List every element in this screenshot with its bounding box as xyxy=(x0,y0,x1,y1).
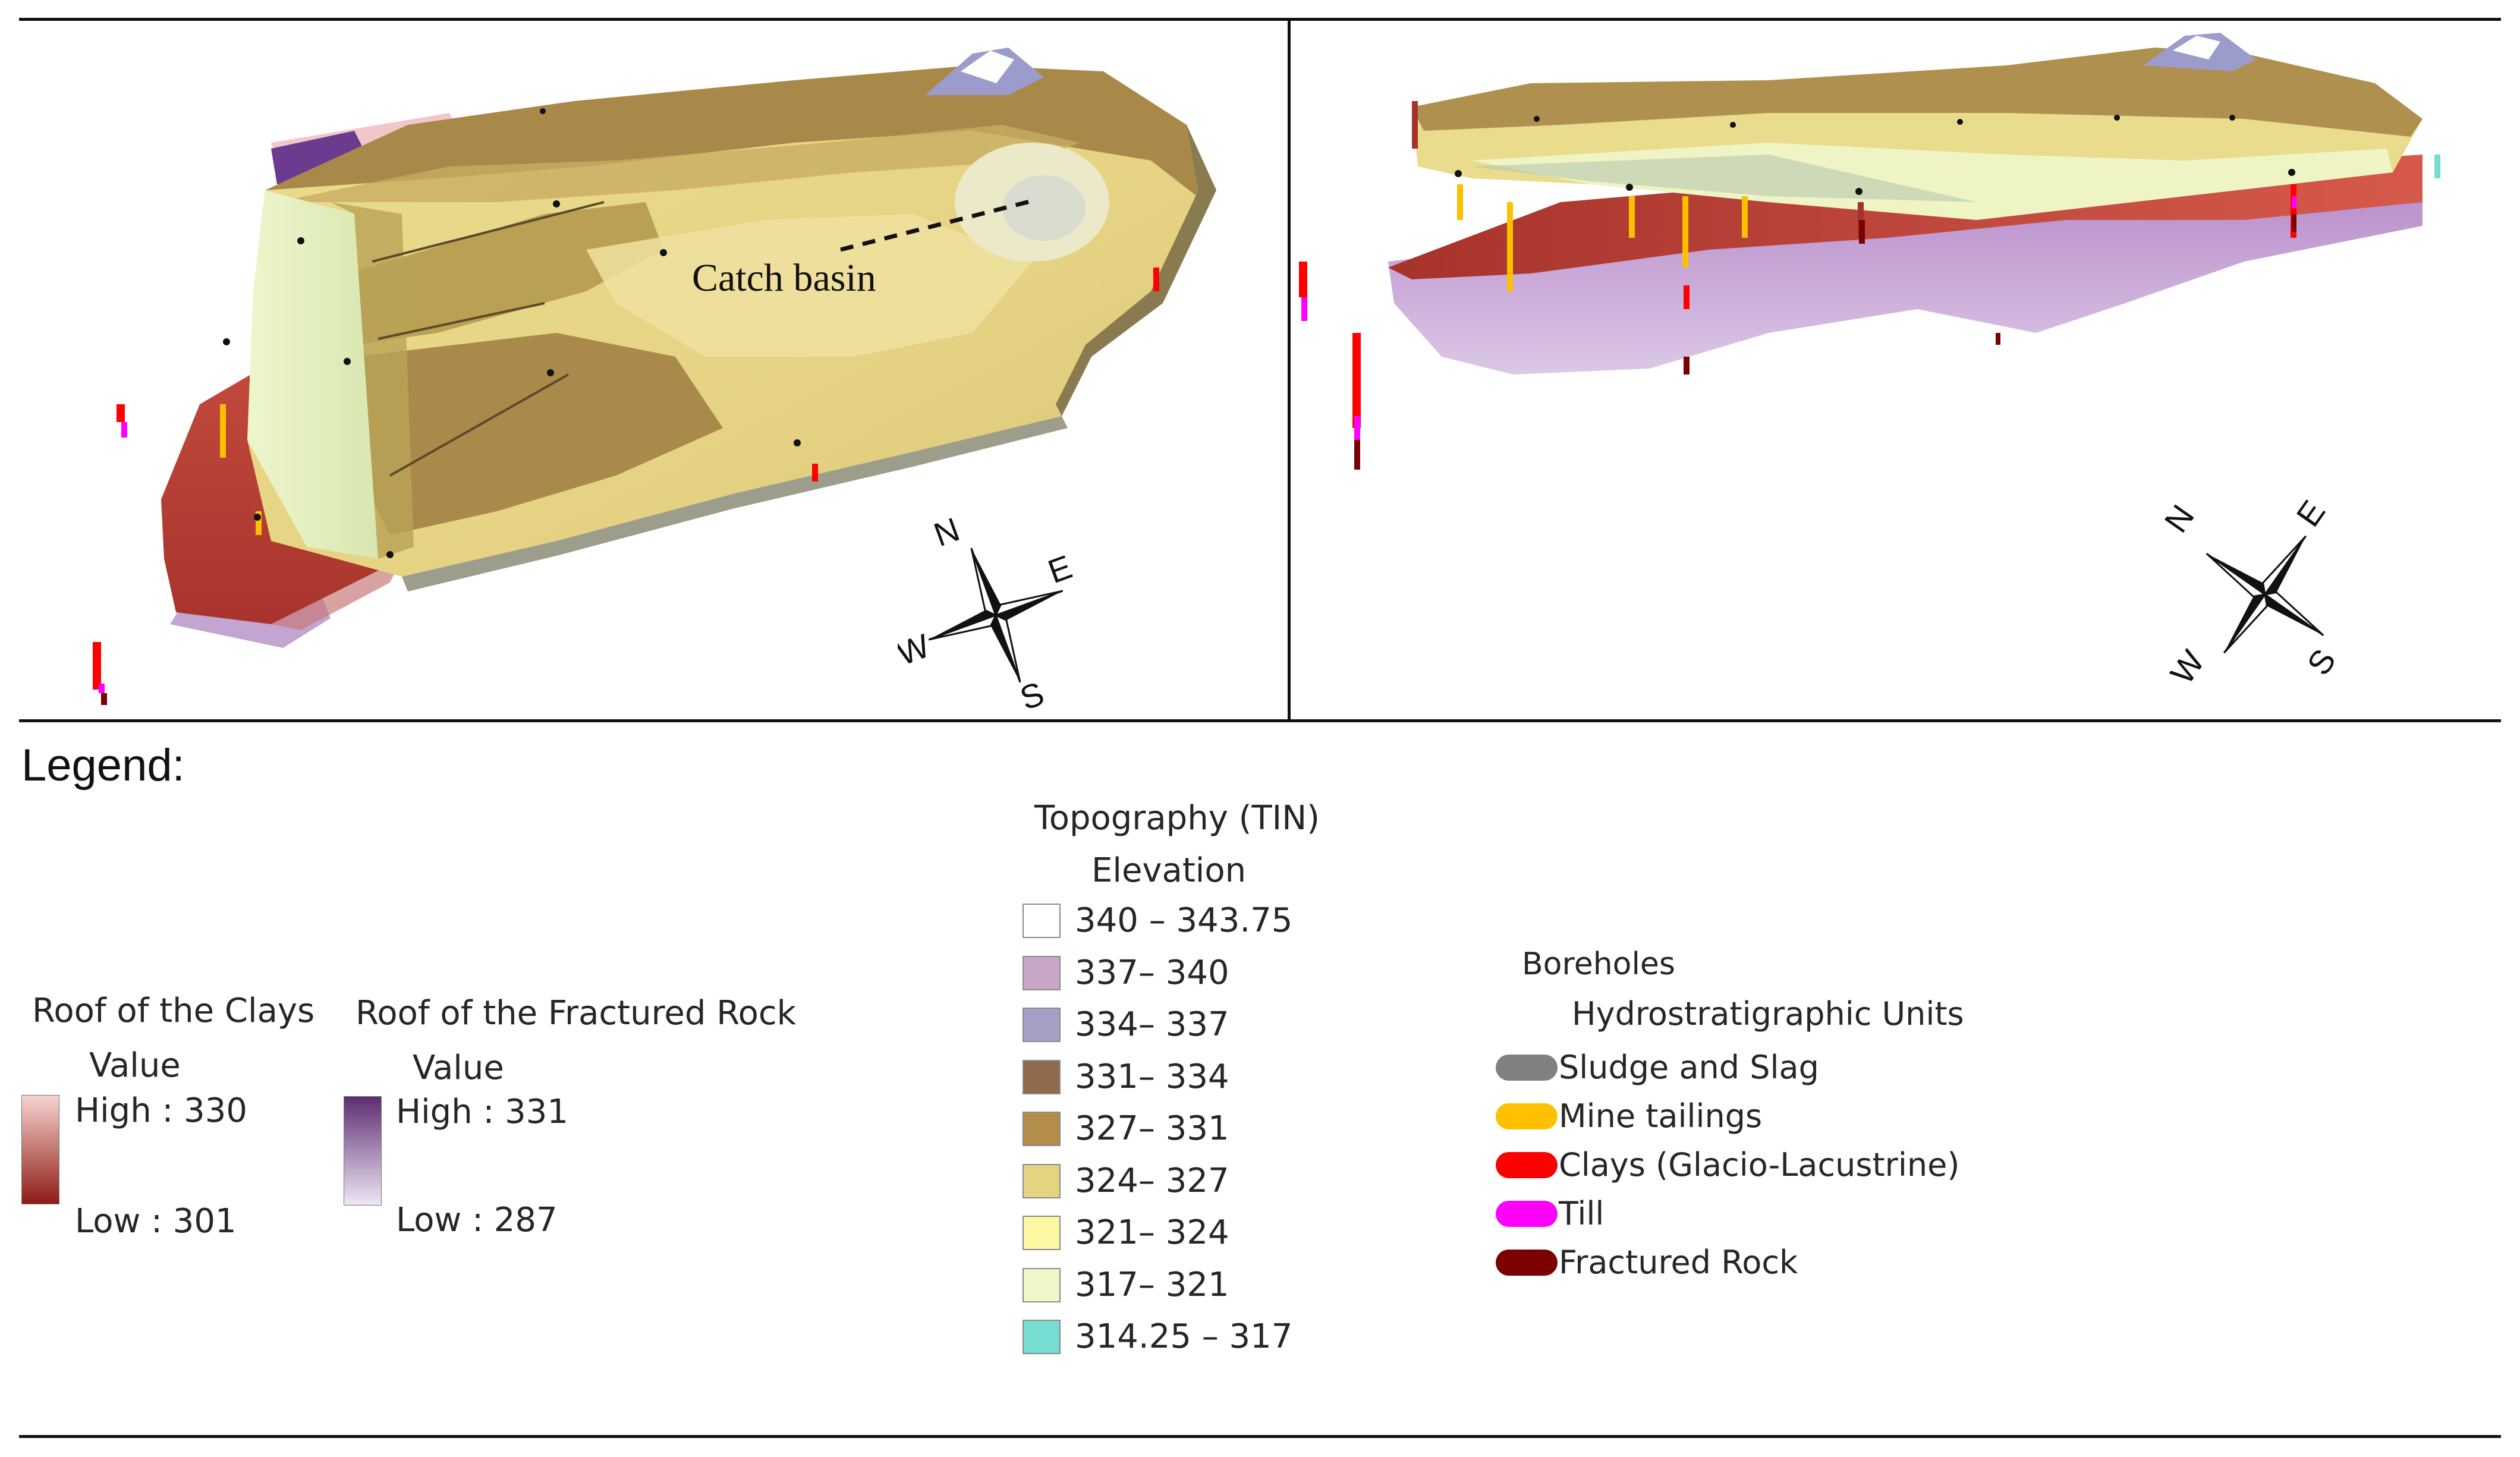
middle-rule xyxy=(19,719,2501,722)
topography-swatch xyxy=(1023,1112,1061,1146)
topography-swatch xyxy=(1023,1059,1061,1094)
compass-s-right: S xyxy=(2299,642,2343,682)
compass-s-left: S xyxy=(1015,674,1049,713)
topography-swatch xyxy=(1023,1008,1061,1042)
compass-w-right: W xyxy=(2164,643,2211,691)
compass-n-right: N xyxy=(2164,498,2201,539)
clays-roof-subtitle: Value xyxy=(89,1046,181,1085)
topography-class-label: 334– 337 xyxy=(1075,1005,1229,1044)
borehole-unit-swatch xyxy=(1496,1055,1558,1081)
catch-basin-leader xyxy=(840,199,1033,252)
dam-face xyxy=(247,190,378,559)
catch-basin-label: Catch basin xyxy=(692,256,876,300)
clays-roof-ramp xyxy=(21,1095,59,1204)
terrain-model-left xyxy=(93,48,1216,705)
rock-roof-low: Low : 287 xyxy=(396,1201,558,1239)
topography-class-label: 324– 327 xyxy=(1075,1161,1229,1200)
topography-class-label: 314.25 – 317 xyxy=(1075,1317,1293,1356)
boreholes-title: Boreholes xyxy=(1522,946,1676,982)
topography-class-label: 321– 324 xyxy=(1075,1213,1229,1252)
rock-roof-subtitle: Value xyxy=(413,1049,504,1087)
legend-heading: Legend: xyxy=(21,740,185,791)
compass-e-left: E xyxy=(1043,547,1077,590)
topography-class-label: 337– 340 xyxy=(1075,953,1229,992)
topography-class-label: 327– 331 xyxy=(1075,1109,1229,1148)
topography-swatch xyxy=(1023,955,1061,990)
topography-swatch xyxy=(1023,1320,1061,1354)
compass-e-right: E xyxy=(2289,493,2332,533)
compass-rose-right: N E S W xyxy=(2157,493,2366,696)
compass-icon: N E S W xyxy=(892,510,1077,717)
bottom-rule xyxy=(19,1435,2501,1438)
clays-roof-high: High : 330 xyxy=(75,1091,248,1130)
rock-roof-title: Roof of the Fractured Rock xyxy=(355,994,797,1033)
compass-rose-left: N E S W xyxy=(892,510,1094,717)
topography-class-label: 340 – 343.75 xyxy=(1075,901,1293,940)
topography-swatch xyxy=(1023,1216,1061,1250)
borehole-unit-label: Till xyxy=(1559,1195,1605,1232)
borehole-unit-swatch xyxy=(1496,1201,1558,1227)
compass-icon: N E S W xyxy=(2157,493,2343,691)
compass-n-left: N xyxy=(929,517,965,553)
boreholes-subtitle: Hydrostratigraphic Units xyxy=(1572,995,1964,1033)
borehole-unit-swatch xyxy=(1496,1103,1558,1129)
topography-swatch xyxy=(1023,1163,1061,1198)
top-rule xyxy=(19,18,2501,21)
rock-roof-high: High : 331 xyxy=(396,1093,569,1131)
topography-class-label: 317– 321 xyxy=(1075,1265,1229,1304)
clays-roof-low: Low : 301 xyxy=(75,1202,237,1241)
topography-class-label: 331– 334 xyxy=(1075,1057,1229,1096)
rock-roof-surface-side xyxy=(1388,190,2423,375)
topography-subtitle: Elevation xyxy=(1091,851,1247,890)
borehole-unit-label: Sludge and Slag xyxy=(1559,1049,1819,1086)
borehole-unit-label: Mine tailings xyxy=(1559,1097,1763,1135)
borehole-unit-swatch xyxy=(1496,1152,1558,1178)
borehole-unit-label: Fractured Rock xyxy=(1559,1244,1798,1281)
clays-roof-title: Roof of the Clays xyxy=(32,992,315,1030)
terrain-model-right xyxy=(1299,33,2440,470)
panel-divider xyxy=(1288,18,1291,722)
map-view-side-oblique[interactable] xyxy=(1293,24,2500,719)
topography-swatch xyxy=(1023,1267,1061,1302)
topography-swatch xyxy=(1023,904,1061,938)
compass-w-left: W xyxy=(898,627,935,672)
borehole-unit-label: Clays (Glacio-Lacustrine) xyxy=(1559,1146,1960,1184)
rock-roof-ramp xyxy=(344,1096,382,1206)
map-view-plan-oblique[interactable] xyxy=(21,24,1286,719)
borehole-unit-swatch xyxy=(1496,1250,1558,1276)
topography-title: Topography (TIN) xyxy=(1034,799,1320,838)
